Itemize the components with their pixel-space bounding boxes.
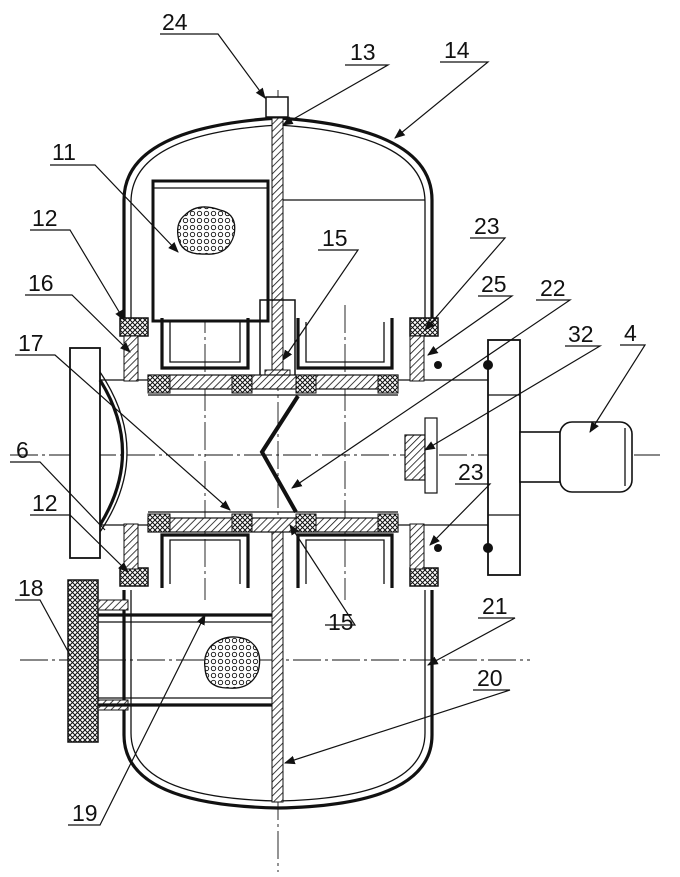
label-15-lower: 15 <box>328 609 354 635</box>
label-23-upper: 23 <box>474 213 500 239</box>
label-4: 4 <box>624 320 637 346</box>
label-12-lower: 12 <box>32 490 58 516</box>
label-15-upper: 15 <box>322 225 348 251</box>
label-14: 14 <box>444 37 470 63</box>
flange-left-lower <box>119 567 149 587</box>
label-13: 13 <box>350 39 376 65</box>
label-24: 24 <box>162 9 188 35</box>
left-end-cover <box>69 335 148 570</box>
label-17: 17 <box>18 330 44 356</box>
lower-baffle-plate <box>271 519 284 803</box>
filter-mesh-patch-lower <box>204 636 261 689</box>
label-6: 6 <box>16 437 29 463</box>
label-25: 25 <box>481 271 507 297</box>
label-20: 20 <box>477 665 503 691</box>
upper-baffle-plate <box>271 117 284 384</box>
label-22: 22 <box>540 275 566 301</box>
label-21: 21 <box>482 593 508 619</box>
motor-body <box>519 431 561 483</box>
vent-nozzle <box>265 96 289 118</box>
label-18: 18 <box>18 575 44 601</box>
main-tube <box>147 374 399 533</box>
filter-element-upper <box>151 179 270 323</box>
label-23-lower: 23 <box>458 459 484 485</box>
label-16: 16 <box>28 270 54 296</box>
label-12-upper: 12 <box>32 205 58 231</box>
label-19: 19 <box>72 800 98 826</box>
part-labels: 24 13 14 11 12 15 23 16 25 22 32 4 17 6 … <box>16 9 637 826</box>
label-11: 11 <box>52 139 76 165</box>
v-vane <box>259 394 300 513</box>
filter-mesh-patch-upper <box>177 206 236 255</box>
flange-right-lower <box>409 567 439 587</box>
label-32: 32 <box>568 321 594 347</box>
right-side-assembly <box>398 335 633 576</box>
leader-lines <box>10 33 647 826</box>
outlet-assembly <box>67 579 272 743</box>
flange-left-upper <box>119 317 149 337</box>
